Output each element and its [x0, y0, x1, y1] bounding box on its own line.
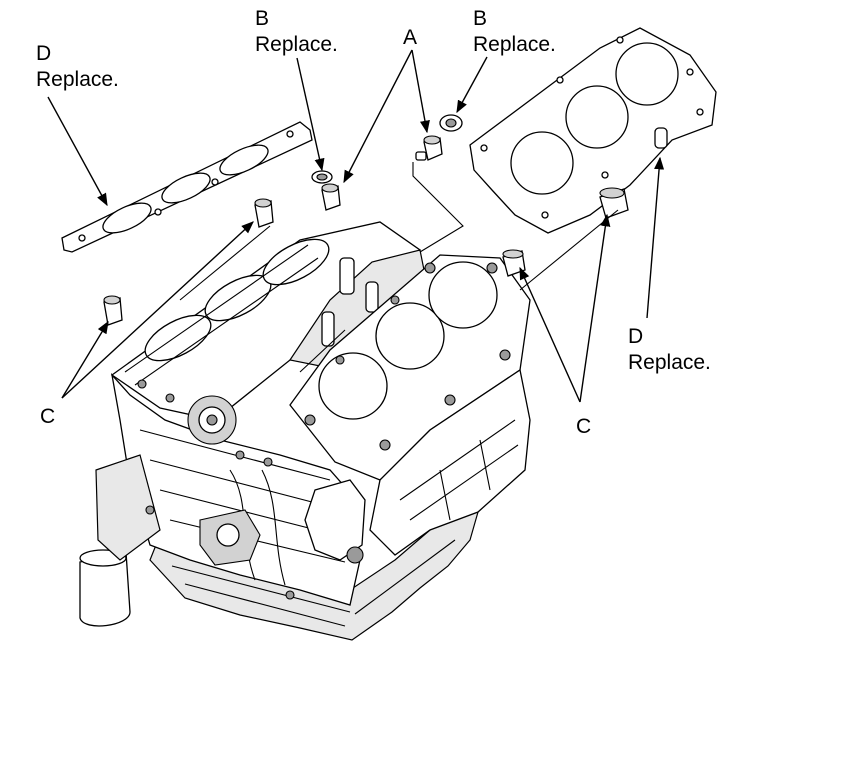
label-d-right-letter: D [628, 325, 643, 348]
label-d-left-text: Replace. [36, 68, 119, 91]
engine-block [79, 221, 531, 641]
head-gasket-left [61, 121, 313, 253]
part-c-dowel-1 [254, 198, 274, 228]
leader-c-left-lower [61, 320, 109, 399]
label-c-right: C [576, 415, 591, 438]
label-b-left-letter: B [255, 7, 269, 30]
head-gasket-right [469, 27, 717, 234]
part-b-seal-left [311, 170, 333, 184]
leader-c-right-lower [519, 266, 581, 403]
leader-a-left [343, 49, 413, 184]
guide-line-c-mid [179, 225, 271, 301]
part-a-orifice-left [321, 183, 341, 211]
leader-b-left [296, 57, 325, 172]
leader-c-left-upper [61, 221, 254, 399]
leader-b-right [456, 56, 488, 114]
label-c-left: C [40, 405, 55, 428]
leader-a-right [411, 49, 430, 134]
part-b-seal-right [439, 114, 463, 132]
label-b-right-letter: B [473, 7, 487, 30]
label-d-left-letter: D [36, 42, 51, 65]
part-c-dowel-3 [599, 187, 629, 219]
label-b-right-text: Replace. [473, 33, 556, 56]
label-a-letter: A [403, 26, 417, 49]
label-d-right-text: Replace. [628, 351, 711, 374]
part-c-dowel-2 [103, 295, 123, 326]
label-b-left-text: Replace. [255, 33, 338, 56]
leader-c-right-upper [579, 213, 611, 403]
guide-line-a [412, 162, 464, 253]
leader-d-left [47, 96, 108, 207]
leader-d-right [646, 156, 665, 319]
part-a-orifice-right [415, 135, 443, 161]
